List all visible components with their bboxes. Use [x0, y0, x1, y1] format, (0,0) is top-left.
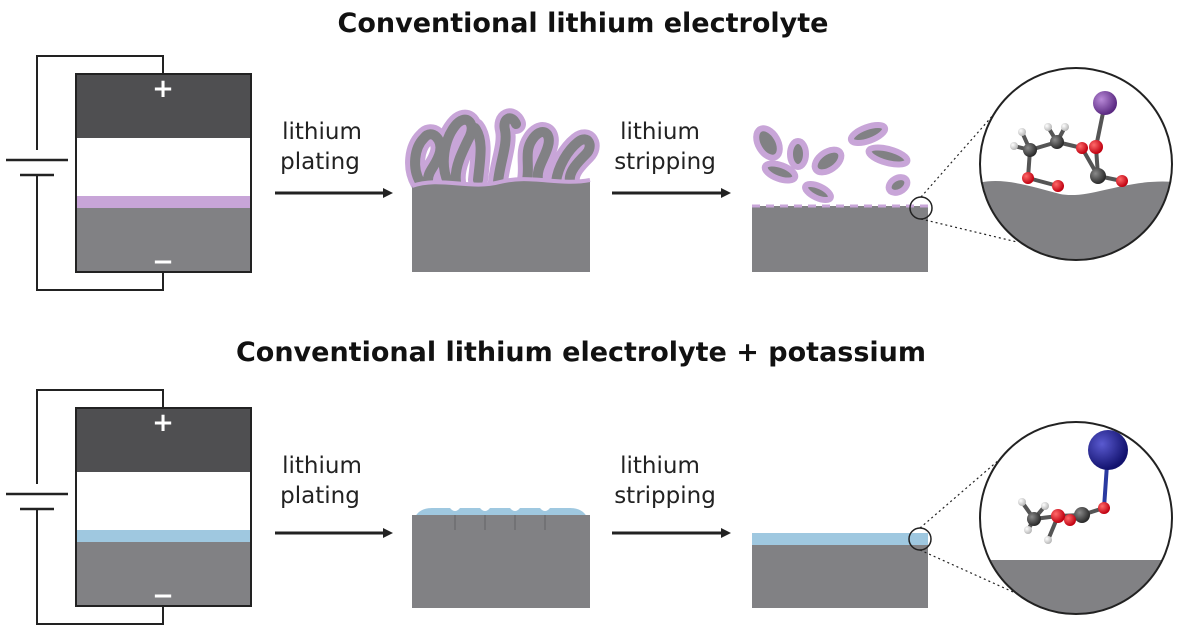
carbon-atom	[1023, 143, 1037, 157]
oxygen-atom	[1052, 180, 1064, 192]
electrolyte-layer	[76, 472, 251, 530]
stripped-substrate	[752, 206, 928, 272]
carbon-atom	[1050, 135, 1064, 149]
plating-step-potassium: lithium plating	[275, 453, 393, 538]
minus-sign: −	[152, 581, 174, 611]
cell-outline	[75, 73, 252, 273]
stripping-step-conventional: lithium stripping	[612, 119, 731, 198]
plating-label-line1: lithium	[282, 119, 362, 145]
hydrogen-atom	[1024, 526, 1032, 534]
sei-skin	[411, 177, 591, 188]
negative-electrode	[76, 542, 251, 606]
plating-label-line2: plating	[280, 483, 360, 509]
positive-electrode	[76, 408, 251, 472]
oxygen-atom	[1116, 175, 1128, 187]
zoom-lines-bottom	[919, 446, 1023, 597]
cell-outline	[75, 407, 252, 607]
stripping-label-line1: lithium	[620, 119, 700, 145]
battery-cell-potassium: + −	[6, 389, 252, 625]
battery-cell-conventional: + −	[6, 55, 252, 291]
smooth-plated-electrode	[412, 508, 590, 608]
surface-in-zoom	[980, 560, 1172, 614]
molecular-zoom-potassium	[979, 421, 1173, 615]
minus-sign: −	[152, 247, 174, 277]
oxygen-atom	[1089, 140, 1103, 154]
dead-lithium-electrode	[752, 121, 933, 272]
stripped-substrate	[752, 545, 928, 608]
oxygen-atom	[1098, 502, 1110, 514]
hydrogen-atom	[1061, 123, 1069, 131]
plated-substrate	[412, 515, 590, 608]
grain-boundaries	[454, 515, 546, 530]
oxygen-atom	[1064, 514, 1076, 526]
electrolyte-layer	[76, 138, 251, 196]
stripped-electrode-potassium	[752, 527, 932, 608]
negative-electrode	[76, 208, 251, 272]
stripping-label-line2: stripping	[614, 149, 716, 175]
blue-deposit-layer	[76, 530, 251, 542]
oxygen-atom	[1076, 142, 1088, 154]
purple-deposit-layer	[76, 196, 251, 208]
oxygen-atom	[1051, 509, 1065, 523]
title-conventional: Conventional lithium electrolyte	[338, 8, 829, 39]
oxygen-atom	[1022, 172, 1034, 184]
carbon-atom	[1074, 507, 1090, 523]
hydrogen-atom	[1044, 536, 1052, 544]
carbon-atom	[1090, 168, 1106, 184]
dead-lithium-fragments	[753, 121, 911, 204]
battery-symbol	[6, 150, 68, 177]
stripping-step-potassium: lithium stripping	[612, 453, 731, 538]
plus-sign: +	[152, 408, 174, 438]
hydrogen-atom	[1018, 498, 1026, 506]
carbon-atom	[1027, 512, 1041, 526]
battery-symbol	[6, 484, 68, 511]
plating-label-line1: lithium	[282, 453, 362, 479]
positive-electrode	[76, 74, 251, 138]
title-with-potassium: Conventional lithium electrolyte + potas…	[236, 337, 926, 368]
stripping-label-line1: lithium	[620, 453, 700, 479]
lithium-atom	[1093, 91, 1117, 115]
stripping-label-line2: stripping	[614, 483, 716, 509]
dendrite-substrate	[412, 179, 590, 272]
dendrite-electrode	[405, 108, 600, 272]
hydrogen-atom	[1041, 502, 1049, 510]
potassium-atom	[1088, 430, 1128, 470]
plus-sign: +	[152, 74, 174, 104]
plating-step-conventional: lithium plating	[275, 119, 393, 198]
blue-sei-layer	[752, 533, 928, 545]
hydrogen-atom	[1044, 123, 1052, 131]
dendrite-cores	[410, 113, 595, 187]
zoom-circle-outline	[979, 67, 1173, 261]
hydrogen-atom	[1010, 142, 1018, 150]
plating-label-line2: plating	[280, 149, 360, 175]
hydrogen-atom	[1018, 128, 1026, 136]
zoom-circle-outline	[979, 421, 1173, 615]
